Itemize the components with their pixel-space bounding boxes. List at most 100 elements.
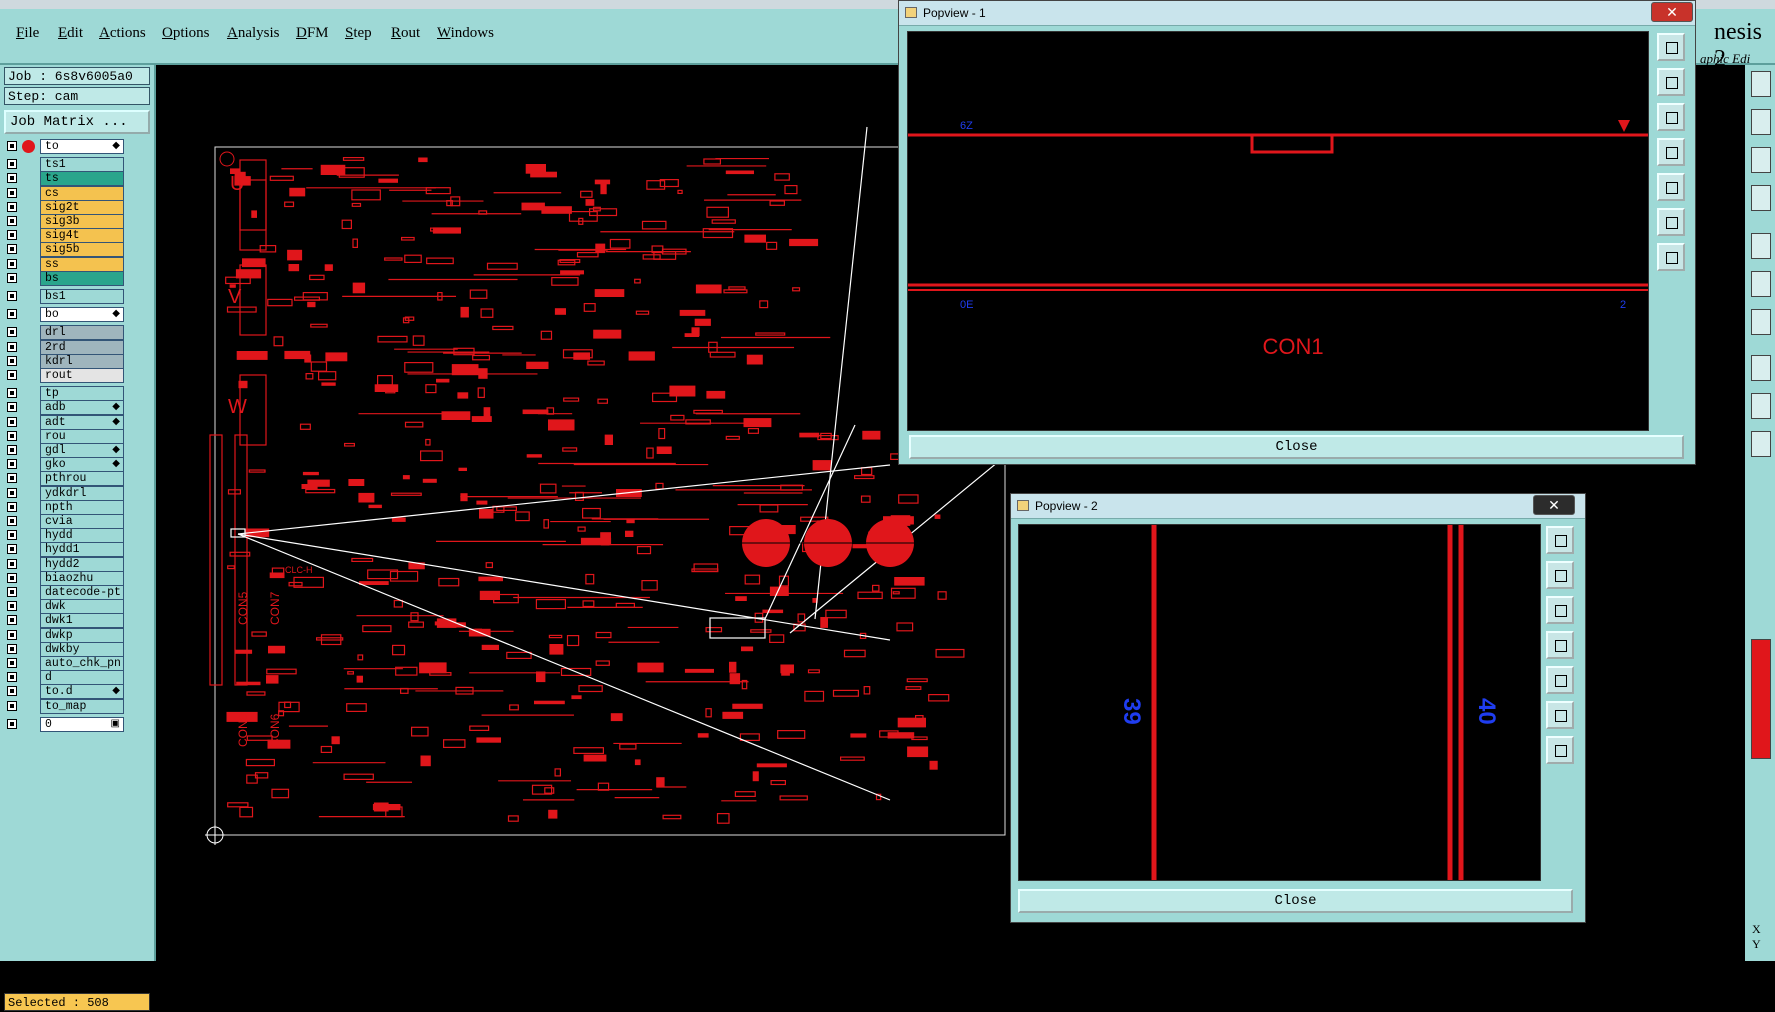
layer-checkbox[interactable] bbox=[7, 291, 17, 301]
layer-row-pthrou[interactable]: pthrou bbox=[4, 471, 124, 487]
zoom-in-icon[interactable] bbox=[1657, 208, 1685, 236]
layer-name[interactable]: to.d◆ bbox=[40, 684, 124, 700]
layer-name[interactable]: cvia bbox=[40, 514, 124, 529]
tool-panel-red[interactable] bbox=[1751, 639, 1771, 759]
layer-name[interactable]: npth bbox=[40, 499, 124, 515]
layer-row-tp[interactable]: tp bbox=[4, 386, 124, 402]
layer-name[interactable]: to◆ bbox=[40, 139, 124, 154]
layer-checkbox[interactable] bbox=[7, 173, 17, 184]
layer-checkbox[interactable] bbox=[7, 601, 17, 612]
layer-row-kdrl[interactable]: kdrl bbox=[4, 353, 124, 369]
layer-name[interactable]: rout bbox=[40, 368, 124, 383]
pan-right-icon[interactable] bbox=[1657, 173, 1685, 201]
layer-name[interactable]: sig4t bbox=[40, 228, 124, 244]
layer-name[interactable]: drl bbox=[40, 325, 124, 341]
layer-row-2rd[interactable]: 2rd bbox=[4, 339, 124, 355]
layer-name[interactable]: dwkby bbox=[40, 641, 124, 657]
popview-1-close-x-icon[interactable]: ✕ bbox=[1651, 2, 1693, 22]
layer-row-gko[interactable]: gko◆ bbox=[4, 457, 124, 473]
layer-checkbox[interactable] bbox=[7, 216, 17, 226]
layer-checkbox[interactable] bbox=[7, 501, 17, 512]
zoom-in-icon[interactable] bbox=[1546, 701, 1574, 729]
menu-windows[interactable]: Windows bbox=[437, 25, 494, 41]
layer-checkbox[interactable] bbox=[7, 187, 17, 198]
layer-checkbox[interactable] bbox=[7, 201, 17, 212]
layer-row-bs1[interactable]: bs1 bbox=[4, 289, 124, 304]
popview-2-close-button[interactable]: Close bbox=[1018, 889, 1573, 913]
layer-row-rout[interactable]: rout bbox=[4, 368, 124, 383]
menu-step[interactable]: Step bbox=[345, 25, 372, 41]
layer-row-hydd2[interactable]: hydd2 bbox=[4, 556, 124, 572]
menu-actions[interactable]: Actions bbox=[99, 25, 146, 41]
layer-checkbox[interactable] bbox=[7, 430, 17, 441]
layer-checkbox[interactable] bbox=[7, 244, 17, 255]
layer-row-adt[interactable]: adt◆ bbox=[4, 414, 124, 430]
layer-row-biaozhu[interactable]: biaozhu bbox=[4, 570, 124, 586]
tool-button-2[interactable] bbox=[1751, 109, 1771, 135]
layer-row-hydd1[interactable]: hydd1 bbox=[4, 542, 124, 558]
layer-name[interactable]: 0▣ bbox=[40, 716, 124, 732]
layer-name[interactable]: to_map bbox=[40, 698, 124, 714]
pan-left-icon[interactable] bbox=[1657, 138, 1685, 166]
zoom-out-icon[interactable] bbox=[1657, 243, 1685, 271]
layer-row-sig2t[interactable]: sig2t bbox=[4, 199, 124, 215]
layer-name[interactable]: bs bbox=[40, 270, 124, 286]
layer-name[interactable]: dwk bbox=[40, 599, 124, 615]
popview-1-close-button[interactable]: Close bbox=[909, 435, 1684, 459]
layer-name[interactable]: datecode-pt bbox=[40, 585, 124, 600]
layer-name[interactable]: hydd2 bbox=[40, 556, 124, 572]
layer-row-dwk[interactable]: dwk bbox=[4, 599, 124, 615]
layer-name[interactable]: kdrl bbox=[40, 353, 124, 369]
tool-button-4[interactable] bbox=[1751, 185, 1771, 211]
pan-right-icon[interactable] bbox=[1546, 666, 1574, 694]
layer-name[interactable]: rou bbox=[40, 428, 124, 444]
layer-name[interactable]: hydd1 bbox=[40, 542, 124, 558]
layer-row-hydd[interactable]: hydd bbox=[4, 528, 124, 544]
popview-2-close-x-icon[interactable]: ✕ bbox=[1533, 495, 1575, 515]
layer-row-auto_chk_pn[interactable]: auto_chk_pn bbox=[4, 656, 124, 671]
layer-checkbox[interactable] bbox=[7, 230, 17, 241]
layer-name[interactable]: adt◆ bbox=[40, 414, 124, 430]
layer-row-dwk1[interactable]: dwk1 bbox=[4, 613, 124, 629]
menu-edit[interactable]: Edit bbox=[58, 25, 84, 41]
layer-row-bo[interactable]: bo◆ bbox=[4, 307, 124, 323]
layer-name[interactable]: ss bbox=[40, 256, 124, 272]
menu-analysis[interactable]: Analysis bbox=[227, 25, 280, 41]
layer-row-to[interactable]: to◆ bbox=[4, 139, 124, 154]
menu-file[interactable]: File bbox=[16, 25, 40, 41]
pan-down-icon[interactable] bbox=[1657, 103, 1685, 131]
layer-checkbox[interactable] bbox=[7, 658, 17, 668]
tool-button-3[interactable] bbox=[1751, 147, 1771, 173]
layer-row-rou[interactable]: rou bbox=[4, 428, 124, 444]
zoom-home-icon[interactable] bbox=[1657, 33, 1685, 61]
layer-checkbox[interactable] bbox=[7, 258, 17, 269]
layer-checkbox[interactable] bbox=[7, 141, 17, 151]
layer-checkbox[interactable] bbox=[7, 718, 17, 729]
layer-checkbox[interactable] bbox=[7, 341, 17, 352]
pan-up-icon[interactable] bbox=[1657, 68, 1685, 96]
layer-checkbox[interactable] bbox=[7, 516, 17, 526]
layer-row-to.d[interactable]: to.d◆ bbox=[4, 684, 124, 700]
layer-checkbox[interactable] bbox=[7, 309, 17, 320]
layer-row-datecode-pt[interactable]: datecode-pt bbox=[4, 585, 124, 600]
layer-row-dwkp[interactable]: dwkp bbox=[4, 627, 124, 643]
tool-button-6[interactable] bbox=[1751, 271, 1771, 297]
layer-row-drl[interactable]: drl bbox=[4, 325, 124, 341]
job-matrix-button[interactable]: Job Matrix ... bbox=[4, 110, 150, 134]
tool-button-5[interactable] bbox=[1751, 233, 1771, 259]
popview-2-viewport[interactable]: 39 40 bbox=[1018, 524, 1541, 881]
layer-row-sig3b[interactable]: sig3b bbox=[4, 214, 124, 229]
layer-name[interactable]: biaozhu bbox=[40, 570, 124, 586]
layer-checkbox[interactable] bbox=[7, 473, 17, 484]
layer-checkbox[interactable] bbox=[7, 272, 17, 283]
layer-name[interactable]: bo◆ bbox=[40, 307, 124, 323]
menu-rout[interactable]: Rout bbox=[391, 25, 421, 41]
zoom-home-icon[interactable] bbox=[1546, 526, 1574, 554]
layer-name[interactable]: pthrou bbox=[40, 471, 124, 487]
layer-name[interactable]: cs bbox=[40, 185, 124, 201]
layer-checkbox[interactable] bbox=[7, 700, 17, 711]
layer-name[interactable]: ts bbox=[40, 171, 124, 187]
layer-row-npth[interactable]: npth bbox=[4, 499, 124, 515]
layer-row-bs[interactable]: bs bbox=[4, 270, 124, 286]
layer-checkbox[interactable] bbox=[7, 672, 17, 683]
